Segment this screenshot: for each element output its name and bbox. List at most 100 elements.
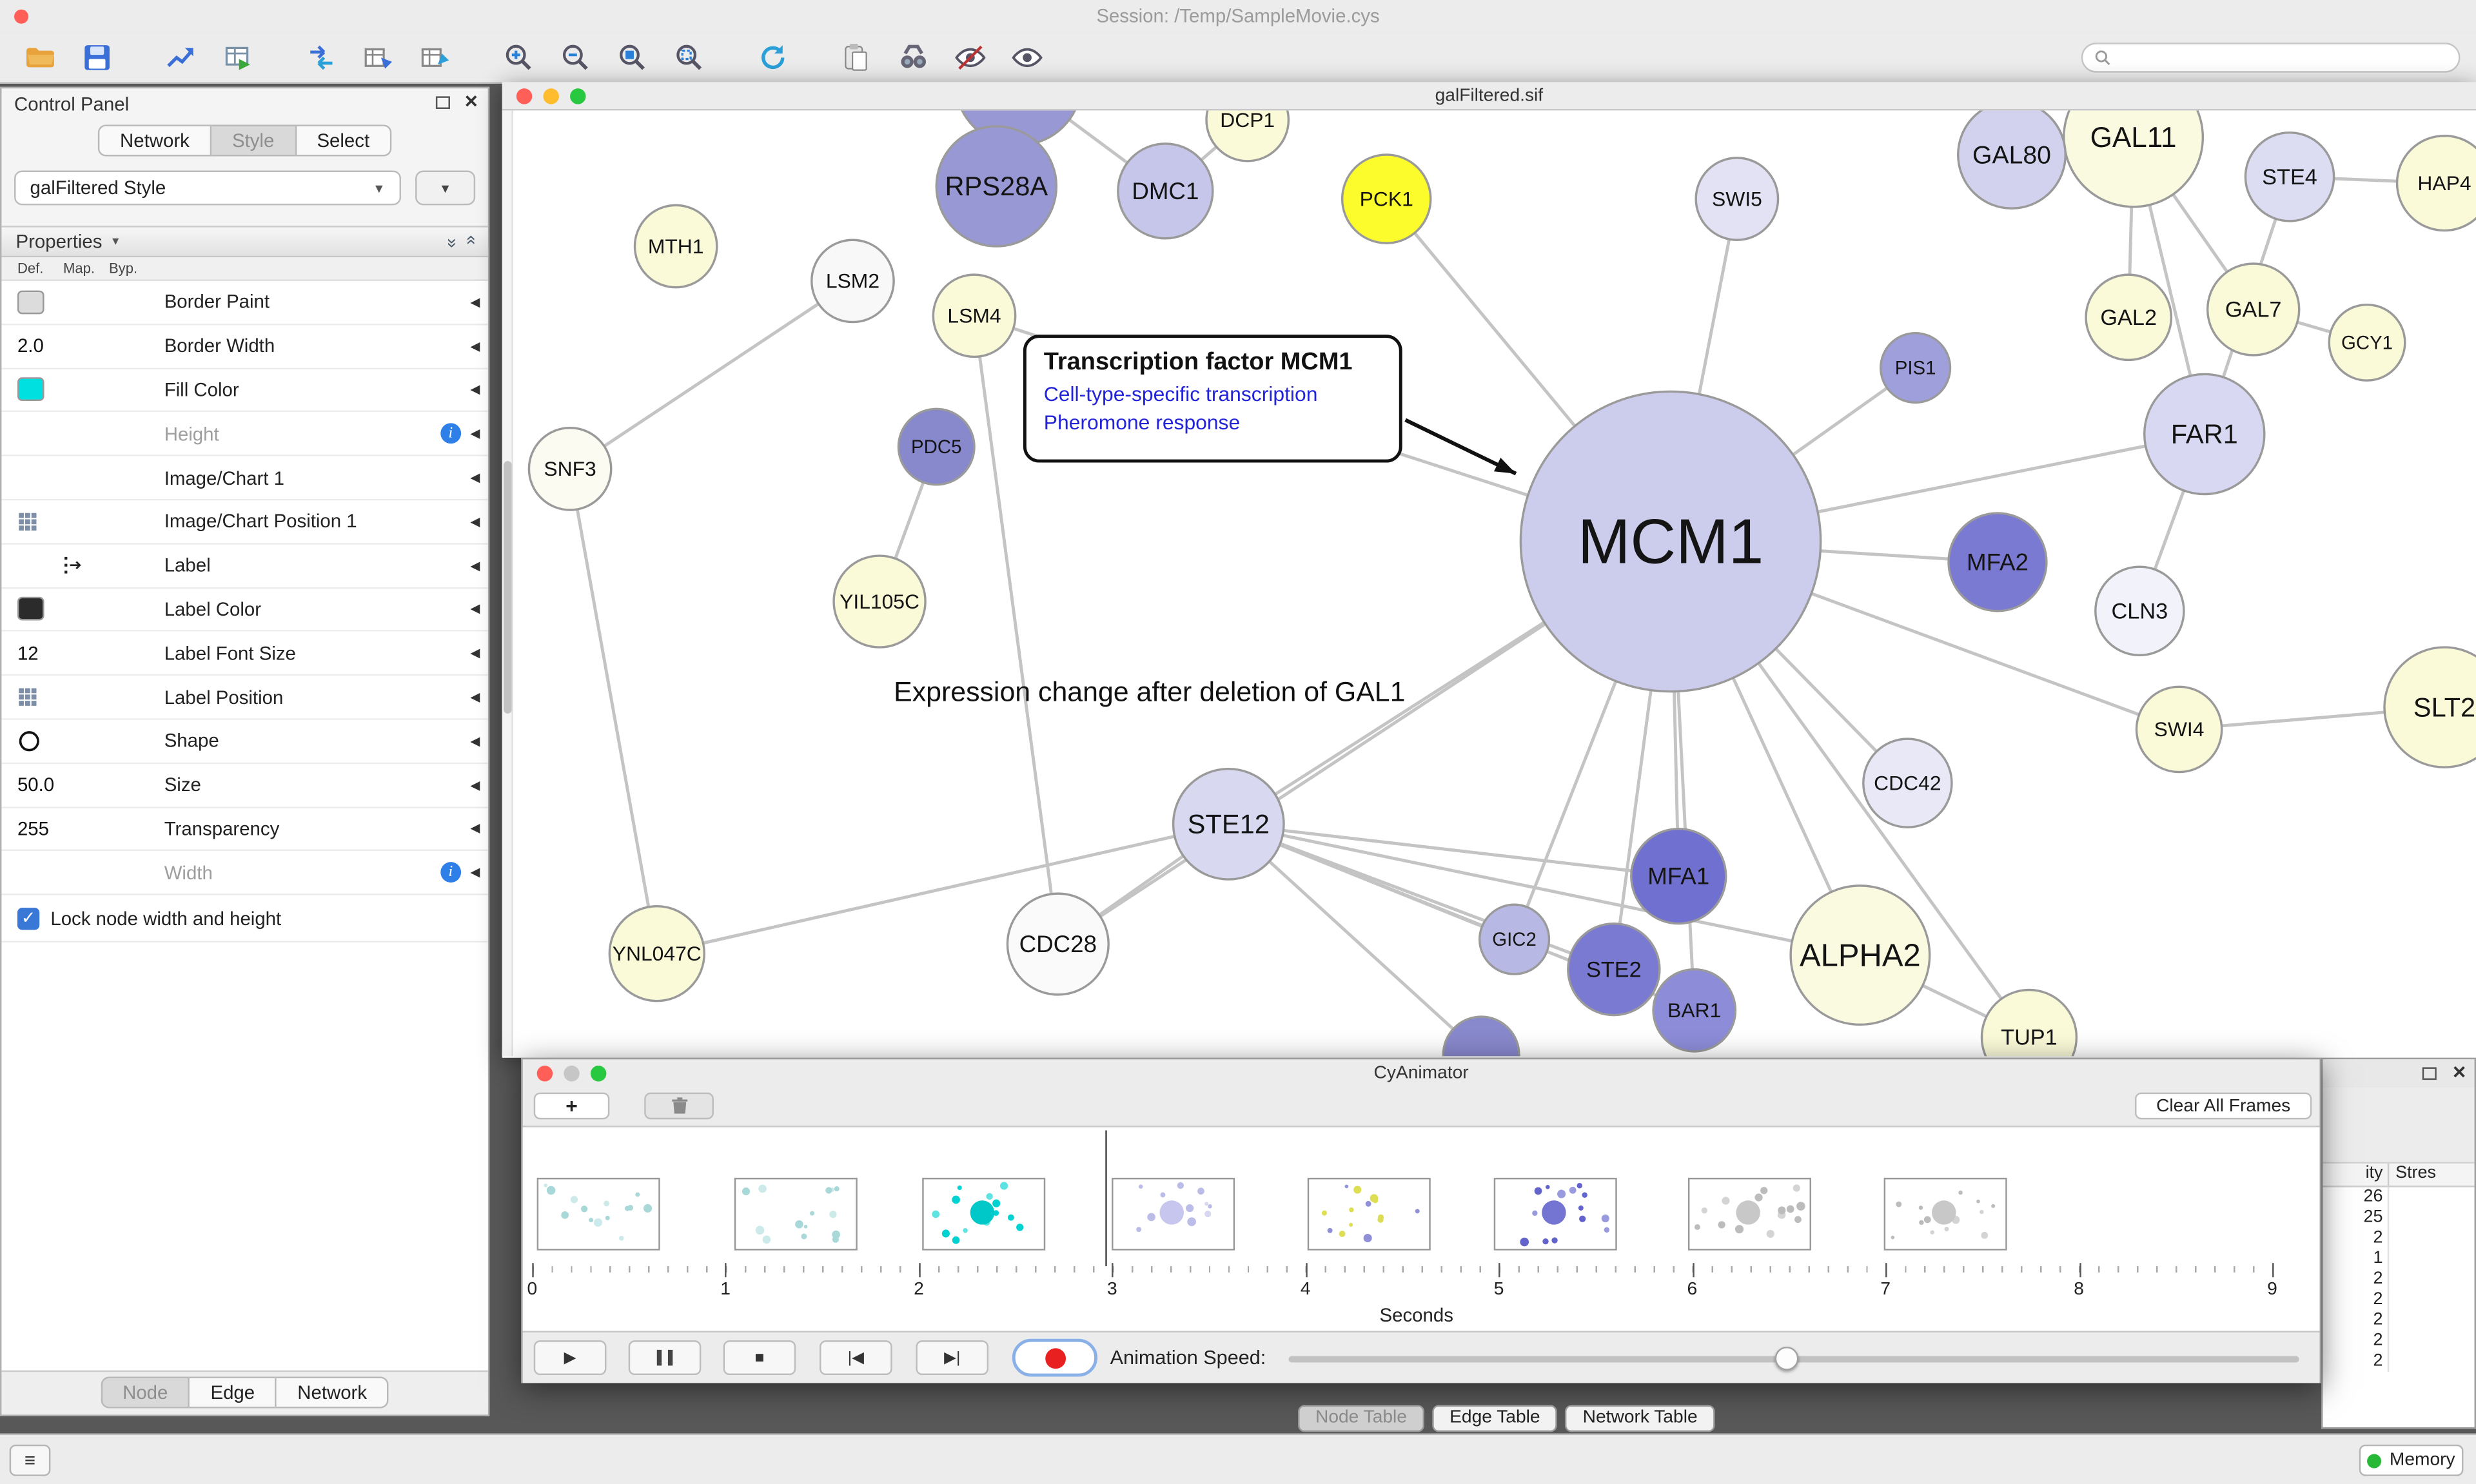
graph-node-YIL105C[interactable] [832,554,927,649]
default-value-cell[interactable]: 50.0 [17,774,55,796]
graph-edge[interactable] [656,822,1229,955]
default-value-cell[interactable] [17,687,63,707]
export-table-icon[interactable] [411,35,460,78]
skip-end-button[interactable]: ▶| [916,1340,989,1376]
search-input[interactable] [2119,47,2448,66]
annotation-link[interactable]: Cell-type-specific transcription [1043,382,1318,406]
table-tab-node-table[interactable]: Node Table [1298,1405,1424,1432]
expand-row-icon[interactable]: ◀ [470,602,480,617]
table-tab-network-table[interactable]: Network Table [1565,1405,1715,1432]
lock-size-checkbox[interactable]: ✓ [17,907,40,930]
expand-row-icon[interactable]: ◀ [470,777,480,792]
property-row-border-paint[interactable]: Border Paint◀ [1,280,488,325]
style-selector[interactable]: galFiltered Style ▼ [14,170,402,206]
search-box[interactable] [2081,41,2461,72]
close-panel-icon[interactable]: ✕ [2451,1064,2467,1083]
graph-node-GCY1[interactable] [2328,303,2406,382]
graph-node-DMC1[interactable] [1117,142,1214,240]
property-row-shape[interactable]: Shape◀ [1,719,488,764]
table-row[interactable]: 2 [2323,1351,2474,1372]
graph-edge[interactable] [1227,823,1482,1056]
graph-node-MFA2[interactable] [1947,512,2048,612]
default-value-cell[interactable] [17,290,63,315]
frame-thumbnail-0[interactable] [536,1177,660,1251]
zoom-fit-icon[interactable] [608,35,657,78]
play-button[interactable]: ▶ [533,1340,607,1376]
expand-row-icon[interactable]: ◀ [470,734,480,748]
graph-node-LSM4[interactable] [932,273,1017,358]
expand-row-icon[interactable]: ◀ [470,426,480,441]
graph-node-STE2[interactable] [1567,922,1661,1017]
graph-node-GAL11[interactable] [2063,110,2205,208]
close-panel-icon[interactable]: ✕ [464,93,479,112]
default-value-cell[interactable]: 12 [17,642,39,665]
graph-node-CDC42[interactable] [1862,737,1953,828]
table-row[interactable]: 2 [2323,1269,2474,1290]
mapping-cell[interactable] [63,554,109,576]
show-all-icon[interactable] [1003,35,1052,78]
expand-row-icon[interactable]: ◀ [470,295,480,309]
default-value-cell[interactable] [17,511,63,532]
table-tab-edge-table[interactable]: Edge Table [1432,1405,1558,1432]
expand-row-icon[interactable]: ◀ [470,821,480,836]
pause-button[interactable] [628,1340,702,1376]
graph-node-PIS1[interactable] [1880,332,1952,404]
graph-node-PCK1[interactable] [1341,153,1432,244]
annotation-link[interactable]: Pheromone response [1043,410,1241,434]
property-row-image-chart-1[interactable]: Image/Chart 1◀ [1,456,488,501]
graph-node-SLT2[interactable] [2383,646,2476,768]
zoom-selected-icon[interactable] [665,35,714,78]
graph-node-ALPHA2[interactable] [1789,884,1931,1026]
find-icon[interactable] [889,35,938,78]
graph-edge[interactable] [569,279,854,471]
network-merge-icon[interactable] [297,35,346,78]
default-value-cell[interactable] [17,378,63,402]
graph-node-STE12[interactable] [1172,767,1285,881]
property-row-label-color[interactable]: Label Color◀ [1,588,488,632]
default-value-cell[interactable] [17,597,63,621]
default-value-cell[interactable] [17,729,63,753]
collapse-all-icon[interactable]: » [442,238,461,245]
graph-node-DCP1[interactable] [1205,110,1290,162]
close-window-icon[interactable] [14,9,29,24]
graph-node-CDC28[interactable] [1006,892,1110,996]
vertical-scrollbar[interactable] [502,110,513,1057]
import-network-icon[interactable] [156,35,205,78]
graph-node-FAR1[interactable] [2143,373,2266,496]
panel-menu-button[interactable]: ≡ [9,1444,51,1476]
property-row-image-chart-position-1[interactable]: Image/Chart Position 1◀ [1,500,488,545]
table-panel-titlebar[interactable]: ✕ [2323,1059,2475,1088]
expand-row-icon[interactable]: ◀ [470,646,480,661]
table-row[interactable]: 2 [2323,1331,2474,1352]
graph-node-SWI5[interactable] [1695,157,1780,241]
app-titlebar[interactable]: Session: /Temp/SampleMovie.cys [0,0,2476,32]
zoom-out-icon[interactable] [551,35,600,78]
table-row[interactable]: 2 [2323,1228,2474,1249]
control-panel-header[interactable]: Control Panel ✕ [1,88,487,120]
playhead[interactable] [1105,1130,1108,1267]
column-header[interactable]: Stres [2395,1163,2437,1183]
panel-tab-edge[interactable]: Edge [190,1376,277,1409]
float-panel-icon[interactable] [2422,1067,2437,1080]
speed-slider-knob[interactable] [1774,1346,1799,1371]
style-options-button[interactable]: ▼ [415,170,476,206]
expand-row-icon[interactable]: ◀ [470,338,480,353]
default-value-cell[interactable]: 2.0 [17,335,44,357]
default-value-cell[interactable]: 255 [17,817,49,840]
property-row-fill-color[interactable]: Fill Color◀ [1,369,488,413]
frame-thumbnail-2[interactable] [922,1177,1046,1251]
frame-thumbnail-3[interactable] [1112,1177,1235,1251]
graph-edge[interactable] [1228,822,1679,878]
refresh-view-icon[interactable] [749,35,798,78]
delete-frame-button[interactable] [644,1092,714,1120]
tab-style[interactable]: Style [211,124,297,157]
graph-node-STE4[interactable] [2244,132,2335,222]
graph-node-GIC2[interactable] [1478,903,1551,975]
graph-node-MTH1[interactable] [633,204,718,289]
export-network-icon[interactable] [354,35,403,78]
add-frame-button[interactable]: + [533,1092,610,1120]
table-row[interactable]: 25 [2323,1207,2474,1229]
